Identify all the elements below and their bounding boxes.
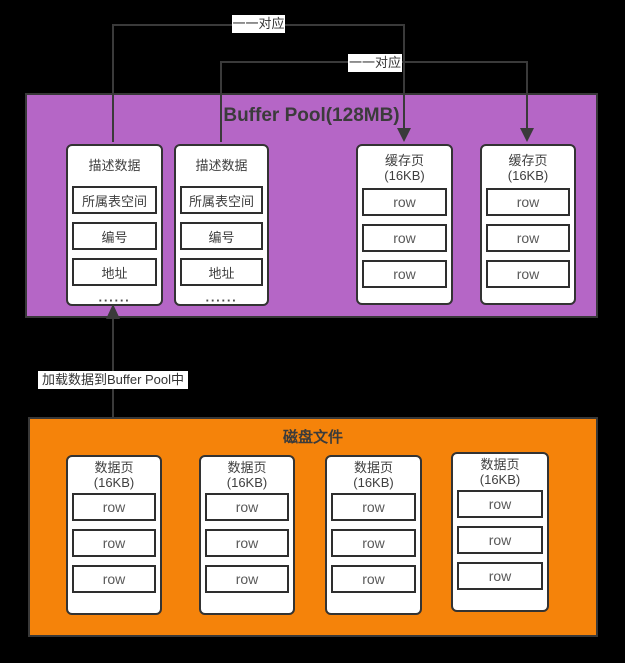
row-cell: row [486,260,570,288]
desc-data-title: 描述数据 [88,158,141,173]
row-cell: row [486,188,570,216]
field-address: 地址 [72,258,157,286]
load-line-vertical [112,316,114,417]
data-page-box-4: 数据页 (16KB) row row row [451,452,549,612]
data-page-size: (16KB) [226,475,268,490]
row-cell: row [331,493,416,521]
data-page-size: (16KB) [93,475,135,490]
data-page-title: 数据页 (16KB) [456,457,544,487]
load-data-label: 加载数据到Buffer Pool中 [38,371,188,389]
mapping-line-1-vertical-right [403,24,405,130]
row-cell: row [72,565,156,593]
row-cell: row [72,529,156,557]
field-address: 地址 [180,258,263,286]
row-cell: row [205,493,289,521]
cache-page-name: 缓存页 [384,153,424,168]
field-tablespace: 所属表空间 [180,186,263,214]
data-page-box-2: 数据页 (16KB) row row row [199,455,295,615]
row-cell: row [205,565,289,593]
cache-page-title: 缓存页 (16KB) [485,153,571,183]
row-cell: row [486,224,570,252]
data-page-name: 数据页 [94,460,134,475]
field-tablespace: 所属表空间 [72,186,157,214]
row-cell: row [205,529,289,557]
cache-page-size: (16KB) [384,168,425,183]
disk-file-title: 磁盘文件 [282,429,343,446]
row-cell: row [331,529,416,557]
row-cell: row [331,565,416,593]
cache-page-size: (16KB) [507,168,549,183]
data-page-name: 数据页 [227,460,267,475]
data-page-size: (16KB) [353,475,394,490]
desc-data-box-1: 描述数据 所属表空间 编号 地址 ······ [66,144,163,308]
arrowhead-up-icon [106,304,120,319]
data-page-title: 数据页 (16KB) [204,460,290,490]
row-cell: row [457,526,543,554]
data-page-box-1: 数据页 (16KB) row row row [66,455,162,615]
mapping-line-2-vertical-right [526,61,528,130]
row-cell: row [362,224,447,252]
data-page-box-3: 数据页 (16KB) row row row [325,455,422,615]
mapping-line-1-vertical-left [112,24,114,142]
row-cell: row [457,490,543,518]
row-cell: row [72,493,156,521]
cache-page-box-2: 缓存页 (16KB) row row row [480,144,576,305]
ellipsis-text: ······ [205,293,238,308]
cache-page-box-1: 缓存页 (16KB) row row row [356,144,453,305]
buffer-pool-title: Buffer Pool(128MB) [223,105,400,126]
desc-data-box-2: 描述数据 所属表空间 编号 地址 ······ [174,144,269,308]
row-cell: row [362,188,447,216]
data-page-name: 数据页 [480,457,520,472]
row-cell: row [457,562,543,590]
arrowhead-down-icon [397,128,411,142]
field-number: 编号 [72,222,157,250]
cache-page-title: 缓存页 (16KB) [361,153,448,183]
cache-page-name: 缓存页 [508,153,548,168]
data-page-title: 数据页 (16KB) [71,460,157,490]
arrowhead-down-icon [520,128,534,142]
data-page-size: (16KB) [479,472,521,487]
data-page-title: 数据页 (16KB) [330,460,417,490]
data-page-name: 数据页 [353,460,393,475]
desc-data-title: 描述数据 [195,158,248,173]
mapping-label-2: 一一对应 [348,54,402,72]
field-number: 编号 [180,222,263,250]
mapping-line-2-vertical-left [220,61,222,142]
buffer-pool-region: Buffer Pool(128MB) 描述数据 所属表空间 编号 地址 ····… [25,93,598,318]
disk-file-region: 磁盘文件 数据页 (16KB) row row row 数据页 (16KB) r… [28,417,598,637]
row-cell: row [362,260,447,288]
mapping-label-1: 一一对应 [232,15,285,33]
